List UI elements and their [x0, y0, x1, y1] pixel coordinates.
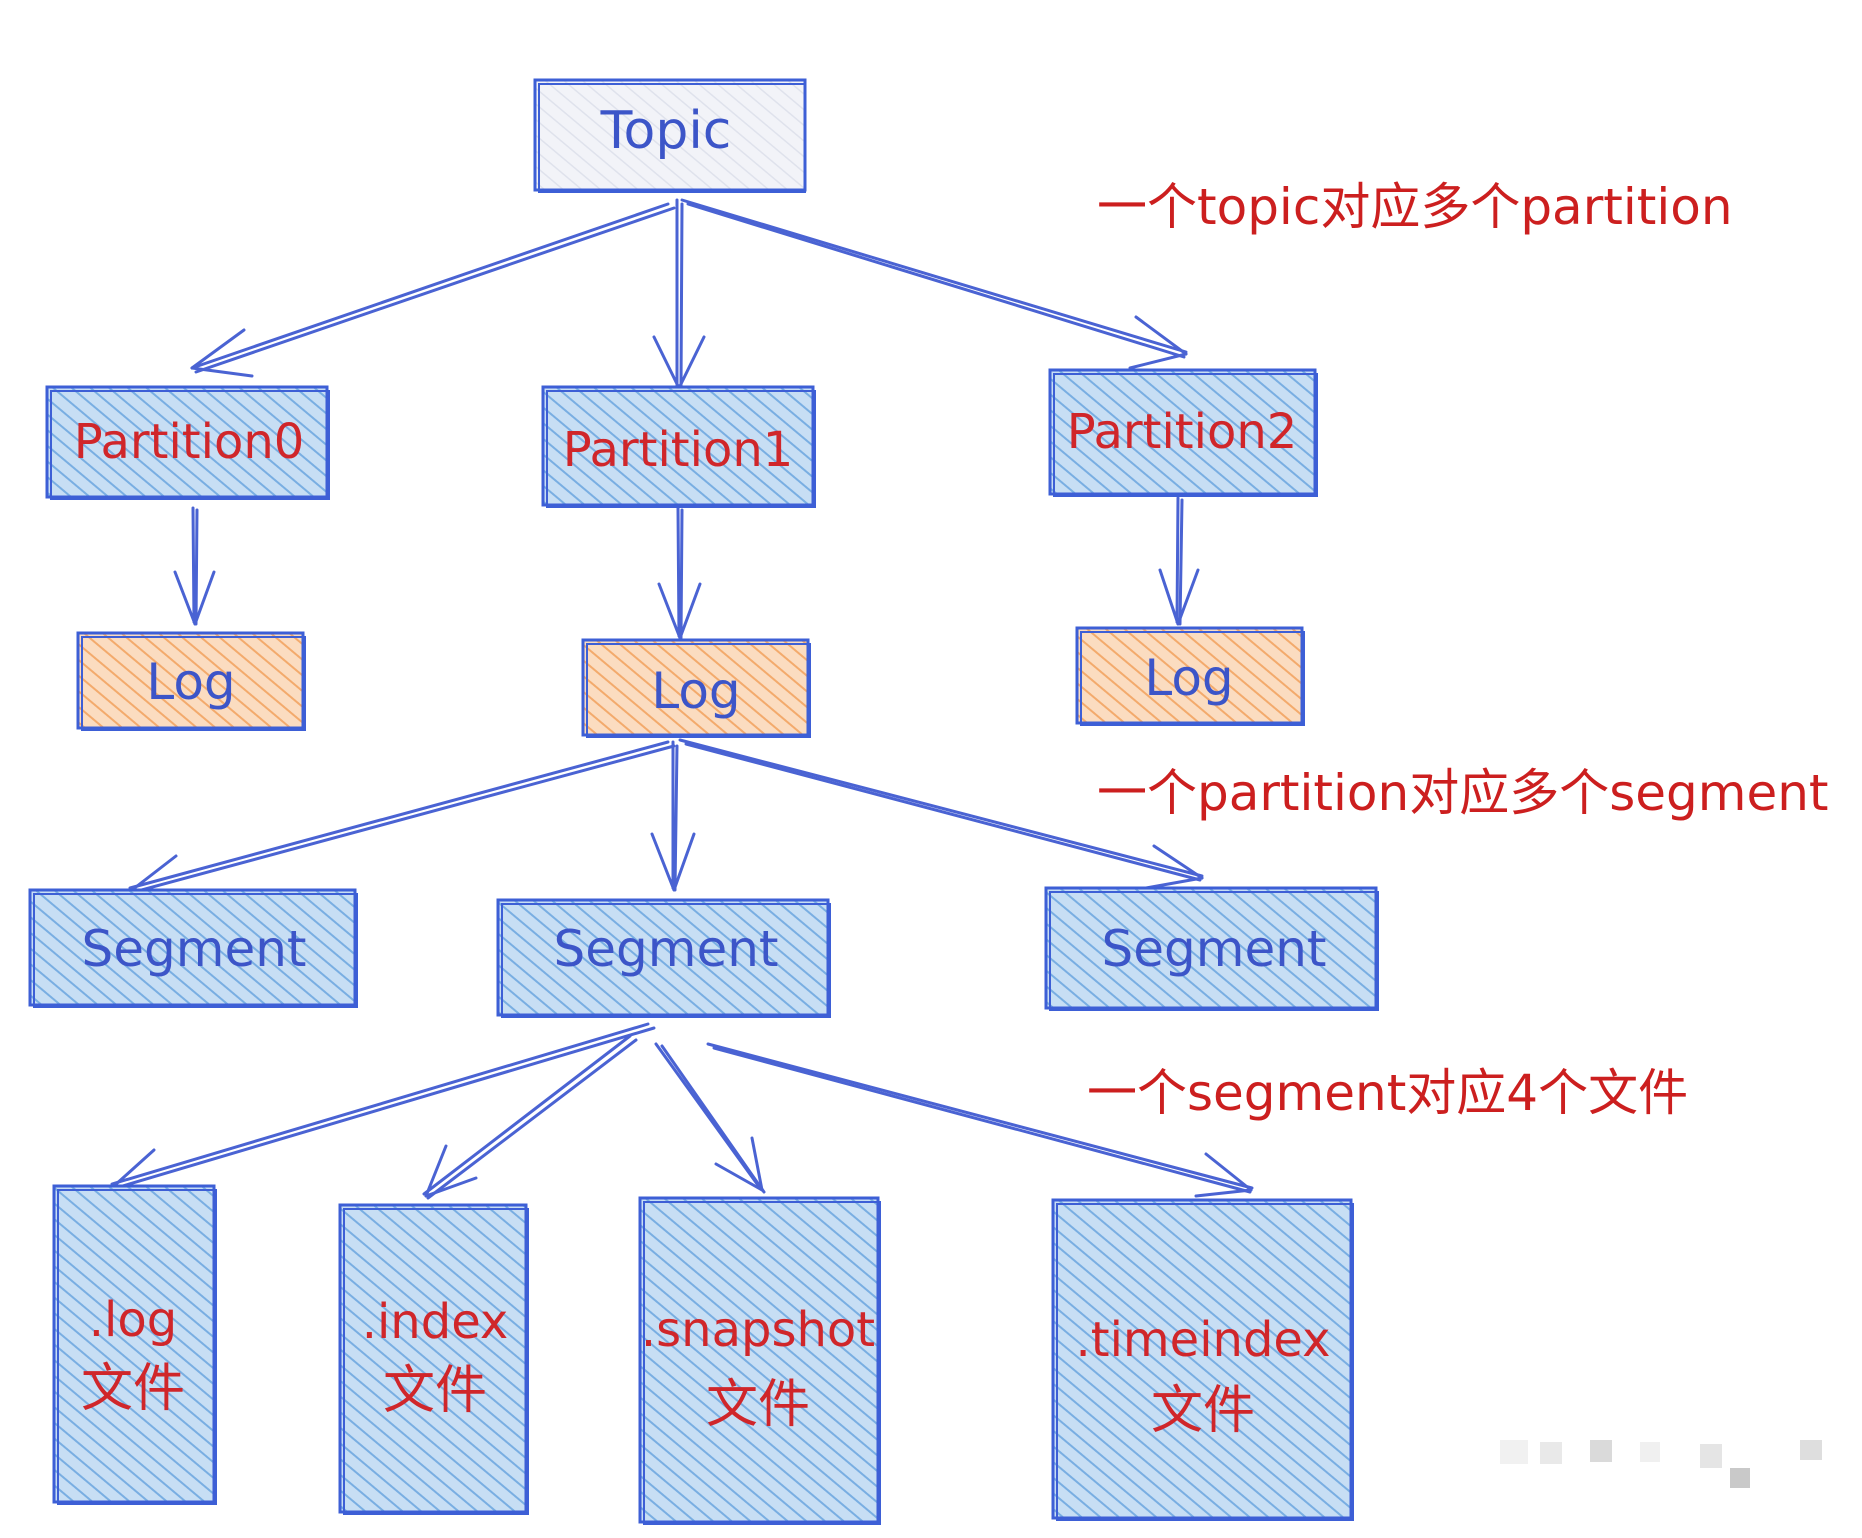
watermark-blur: [1500, 1440, 1822, 1488]
arrow-partition0-log0: [173, 506, 216, 626]
topic-label: Topic: [600, 101, 732, 161]
segment2-label: Segment: [1102, 920, 1327, 978]
arrow-segment-file-index: [422, 1034, 638, 1200]
log2-label: Log: [1144, 649, 1233, 707]
segment0-label: Segment: [82, 920, 307, 978]
arrow-topic-partition2: [680, 198, 1188, 370]
log1-label: Log: [651, 662, 740, 720]
file-snapshot-ext: .snapshot: [641, 1302, 875, 1358]
log0-node: Log: [76, 631, 306, 731]
file-timeindex-ext: .timeindex: [1075, 1312, 1330, 1368]
arrow-log-segment0: [128, 740, 676, 895]
arrow-segment-file-timeindex: [706, 1042, 1254, 1198]
file-timeindex-word: 文件: [1151, 1381, 1255, 1441]
connectors: [110, 198, 1254, 1200]
arrow-partition2-log2: [1158, 496, 1200, 626]
file-log-node: .log 文件: [52, 1184, 217, 1505]
note-partition-segment: 一个partition对应多个segment: [1097, 764, 1829, 822]
segment1-label: Segment: [554, 920, 779, 978]
arrow-segment-file-snapshot: [654, 1042, 766, 1194]
partition1-node: Partition1: [541, 385, 816, 508]
arrow-topic-partition0: [190, 202, 676, 378]
note-segment-files: 一个segment对应4个文件: [1087, 1064, 1688, 1122]
log1-node: Log: [581, 638, 811, 738]
arrow-log-segment2: [678, 738, 1204, 890]
arrow-partition1-log1: [657, 506, 702, 640]
log0-label: Log: [146, 653, 235, 711]
arrow-segment-file-log: [110, 1022, 656, 1190]
arrow-log-segment1: [650, 740, 696, 892]
file-snapshot-word: 文件: [706, 1375, 810, 1435]
file-index-word: 文件: [383, 1361, 487, 1421]
partition2-node: Partition2: [1048, 368, 1318, 497]
log2-node: Log: [1075, 626, 1305, 726]
partition2-label: Partition2: [1067, 404, 1298, 460]
file-timeindex-node: .timeindex 文件: [1051, 1198, 1354, 1521]
note-topic-partition: 一个topic对应多个partition: [1097, 178, 1733, 236]
partition0-node: Partition0: [45, 385, 330, 500]
file-index-node: .index 文件: [338, 1203, 529, 1515]
partition0-label: Partition0: [74, 414, 305, 470]
partition1-label: Partition1: [563, 422, 794, 478]
segment2-node: Segment: [1044, 886, 1379, 1011]
arrow-topic-partition1: [652, 198, 706, 390]
segment0-node: Segment: [28, 888, 358, 1008]
topic-node: Topic: [533, 78, 807, 193]
file-index-ext: .index: [362, 1294, 509, 1350]
file-snapshot-node: .snapshot 文件: [638, 1196, 881, 1525]
file-log-ext: .log: [89, 1292, 177, 1348]
file-log-word: 文件: [81, 1359, 185, 1419]
segment1-node: Segment: [496, 898, 831, 1018]
